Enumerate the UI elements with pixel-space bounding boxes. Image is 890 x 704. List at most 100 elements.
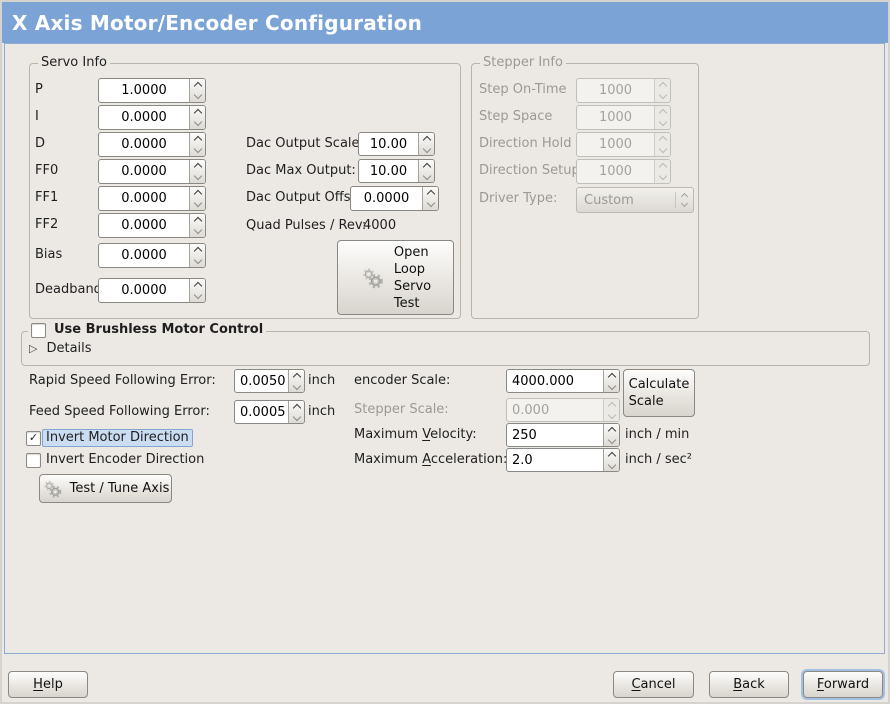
servo-ff1-label: FF1 xyxy=(35,190,59,205)
spin-down-icon[interactable] xyxy=(604,435,619,446)
help-button-label: Help xyxy=(33,677,63,692)
spin-down-icon xyxy=(655,172,670,184)
spin-up-icon[interactable] xyxy=(190,79,205,91)
spin-up-icon xyxy=(655,160,670,172)
spin-up-icon[interactable] xyxy=(604,449,619,460)
invert-motor-label[interactable]: Invert Motor Direction xyxy=(42,429,193,447)
spin-down-icon xyxy=(655,118,670,130)
max-velocity-label: Maximum Velocity: xyxy=(354,427,477,442)
spin-down-icon[interactable] xyxy=(190,256,205,268)
test-tune-axis-button[interactable]: Test / Tune Axis xyxy=(39,474,172,503)
spin-up-icon[interactable] xyxy=(423,187,438,199)
cancel-button-label: Cancel xyxy=(631,677,676,692)
cancel-button[interactable]: Cancel xyxy=(613,671,694,698)
forward-button[interactable]: Forward xyxy=(803,671,883,698)
calculate-scale-label: Calculate Scale xyxy=(628,377,690,409)
spin-up-icon[interactable] xyxy=(604,424,619,435)
servo-i-spinbox[interactable]: 0.0000 xyxy=(98,105,206,130)
spin-up-icon xyxy=(604,399,619,410)
spin-down-icon[interactable] xyxy=(190,226,205,238)
driver-type-value: Custom xyxy=(584,192,634,208)
servo-d-spinbox[interactable]: 0.0000 xyxy=(98,132,206,157)
servo-ff0-label: FF0 xyxy=(35,163,59,178)
feed-error-label: Feed Speed Following Error: xyxy=(29,404,210,419)
open-loop-servo-test-button[interactable]: Open Loop Servo Test xyxy=(337,240,454,315)
encoder-scale-spinbox[interactable]: 4000.000 xyxy=(506,369,620,393)
max-velocity-unit: inch / min xyxy=(625,427,690,442)
open-loop-button-label: Open Loop Servo Test xyxy=(393,244,432,311)
dac-output-offset-label: Dac Output Offset: xyxy=(246,190,368,205)
titlebar: X Axis Motor/Encoder Configuration xyxy=(2,2,888,43)
dac-max-output-spinbox[interactable]: 10.00 xyxy=(358,159,435,183)
spin-up-icon[interactable] xyxy=(289,370,304,381)
spin-down-icon[interactable] xyxy=(190,199,205,211)
gears-icon xyxy=(362,267,383,288)
invert-motor-checkbox[interactable]: ✓ xyxy=(26,431,41,446)
details-label: Details xyxy=(46,341,92,356)
check-icon: ✓ xyxy=(28,431,39,444)
max-velocity-spinbox[interactable]: 250 xyxy=(506,423,620,447)
spin-down-icon[interactable] xyxy=(289,412,304,423)
test-tune-button-label: Test / Tune Axis xyxy=(69,481,170,496)
driver-type-label: Driver Type: xyxy=(479,191,558,206)
spin-up-icon[interactable] xyxy=(289,401,304,412)
spin-down-icon[interactable] xyxy=(190,145,205,157)
servo-ff2-spinbox[interactable]: 0.0000 xyxy=(98,213,206,238)
spin-up-icon xyxy=(655,79,670,91)
feed-error-spinbox[interactable]: 0.0005 xyxy=(234,400,305,424)
spin-up-icon[interactable] xyxy=(190,106,205,118)
direction-setup-spinbox: 1000 xyxy=(576,159,671,184)
content-panel: Servo Info P I D FF0 FF1 FF2 Bias Deadba… xyxy=(4,43,885,654)
spin-up-icon[interactable] xyxy=(419,133,434,144)
quad-pulses-value: 4000 xyxy=(363,218,397,233)
help-button[interactable]: Help xyxy=(8,671,88,698)
servo-p-spinbox[interactable]: 1.0000 xyxy=(98,78,206,103)
spin-down-icon[interactable] xyxy=(289,381,304,392)
spin-down-icon[interactable] xyxy=(604,381,619,392)
servo-info-frame: Servo Info xyxy=(29,55,461,319)
step-on-time-spinbox: 1000 xyxy=(576,78,671,103)
details-expander[interactable]: ▷ Details xyxy=(29,341,92,356)
driver-type-combobox: Custom xyxy=(576,187,694,213)
spin-down-icon[interactable] xyxy=(190,291,205,303)
brushless-frame: Use Brushless Motor Control ▷ Details xyxy=(21,322,870,366)
max-accel-unit: inch / sec² xyxy=(625,452,693,467)
spin-up-icon[interactable] xyxy=(190,187,205,199)
spin-up-icon[interactable] xyxy=(419,160,434,171)
spin-up-icon[interactable] xyxy=(190,214,205,226)
spin-down-icon[interactable] xyxy=(190,91,205,103)
spin-up-icon[interactable] xyxy=(190,279,205,291)
rapid-error-spinbox[interactable]: 0.0050 xyxy=(234,369,305,393)
servo-ff0-spinbox[interactable]: 0.0000 xyxy=(98,159,206,184)
spin-up-icon[interactable] xyxy=(604,370,619,381)
servo-ff1-spinbox[interactable]: 0.0000 xyxy=(98,186,206,211)
spin-down-icon[interactable] xyxy=(190,172,205,184)
spin-down-icon[interactable] xyxy=(423,199,438,211)
spin-down-icon[interactable] xyxy=(190,118,205,130)
stepper-scale-label: Stepper Scale: xyxy=(354,402,449,417)
servo-deadband-spinbox[interactable]: 0.0000 xyxy=(98,278,206,303)
spin-up-icon[interactable] xyxy=(190,133,205,145)
use-brushless-checkbox[interactable] xyxy=(31,322,46,338)
expander-triangle-icon[interactable]: ▷ xyxy=(29,342,38,355)
max-accel-label: Maximum Acceleration: xyxy=(354,452,508,467)
spin-down-icon[interactable] xyxy=(419,171,434,182)
spin-down-icon[interactable] xyxy=(419,144,434,155)
spin-up-icon[interactable] xyxy=(190,244,205,256)
calculate-scale-button[interactable]: Calculate Scale xyxy=(623,369,695,417)
servo-bias-spinbox[interactable]: 0.0000 xyxy=(98,243,206,268)
max-accel-spinbox[interactable]: 2.0 xyxy=(506,448,620,472)
quad-pulses-label: Quad Pulses / Rev: xyxy=(246,218,367,233)
dac-output-offset-spinbox[interactable]: 0.0000 xyxy=(350,186,439,211)
page-title: X Axis Motor/Encoder Configuration xyxy=(12,10,423,35)
dac-output-scale-spinbox[interactable]: 10.00 xyxy=(358,132,435,156)
spin-up-icon[interactable] xyxy=(190,160,205,172)
dac-max-output-label: Dac Max Output: xyxy=(246,163,356,178)
stepper-info-frame: Stepper Info xyxy=(471,55,699,319)
servo-p-label: P xyxy=(35,82,43,97)
combo-arrows-icon xyxy=(676,192,693,208)
invert-encoder-checkbox[interactable] xyxy=(26,453,41,468)
invert-encoder-label[interactable]: Invert Encoder Direction xyxy=(46,452,205,467)
back-button[interactable]: Back xyxy=(709,671,789,698)
spin-down-icon[interactable] xyxy=(604,460,619,471)
